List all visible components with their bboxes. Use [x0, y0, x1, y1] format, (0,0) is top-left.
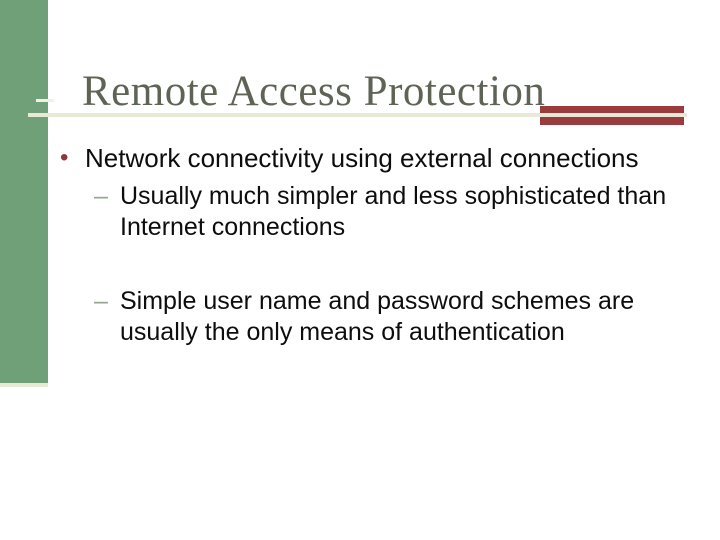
sub-bullet-line: usually the only means of authentication	[120, 318, 565, 346]
dash-icon: –	[94, 287, 108, 315]
sub-bullet-text: Usually much simpler and less sophistica…	[120, 181, 666, 243]
title-underline-short-dash	[36, 99, 54, 102]
sub-bullet-line: Internet connections	[120, 213, 346, 241]
bullet-text: Network connectivity using external conn…	[85, 143, 639, 173]
left-green-band	[0, 0, 48, 383]
accent-bar-bottom	[540, 117, 684, 125]
sub-bullet-line: Simple user name and password schemes ar…	[120, 287, 635, 315]
bullet-dot-icon: •	[60, 144, 69, 171]
accent-bar-top	[540, 106, 684, 113]
left-green-band-footer-line	[0, 383, 48, 387]
bullet-item-network-connectivity: • Network connectivity using external co…	[60, 142, 639, 174]
sub-bullet-simpler: – Usually much simpler and less sophisti…	[94, 181, 666, 243]
dash-icon: –	[94, 182, 108, 210]
slide-title: Remote Access Protection	[82, 67, 546, 115]
sub-bullet-username-password: – Simple user name and password schemes …	[94, 286, 634, 348]
sub-bullet-text: Simple user name and password schemes ar…	[120, 286, 634, 348]
title-underline-rule	[28, 113, 687, 117]
sub-bullet-line: Usually much simpler and less sophistica…	[120, 182, 667, 210]
